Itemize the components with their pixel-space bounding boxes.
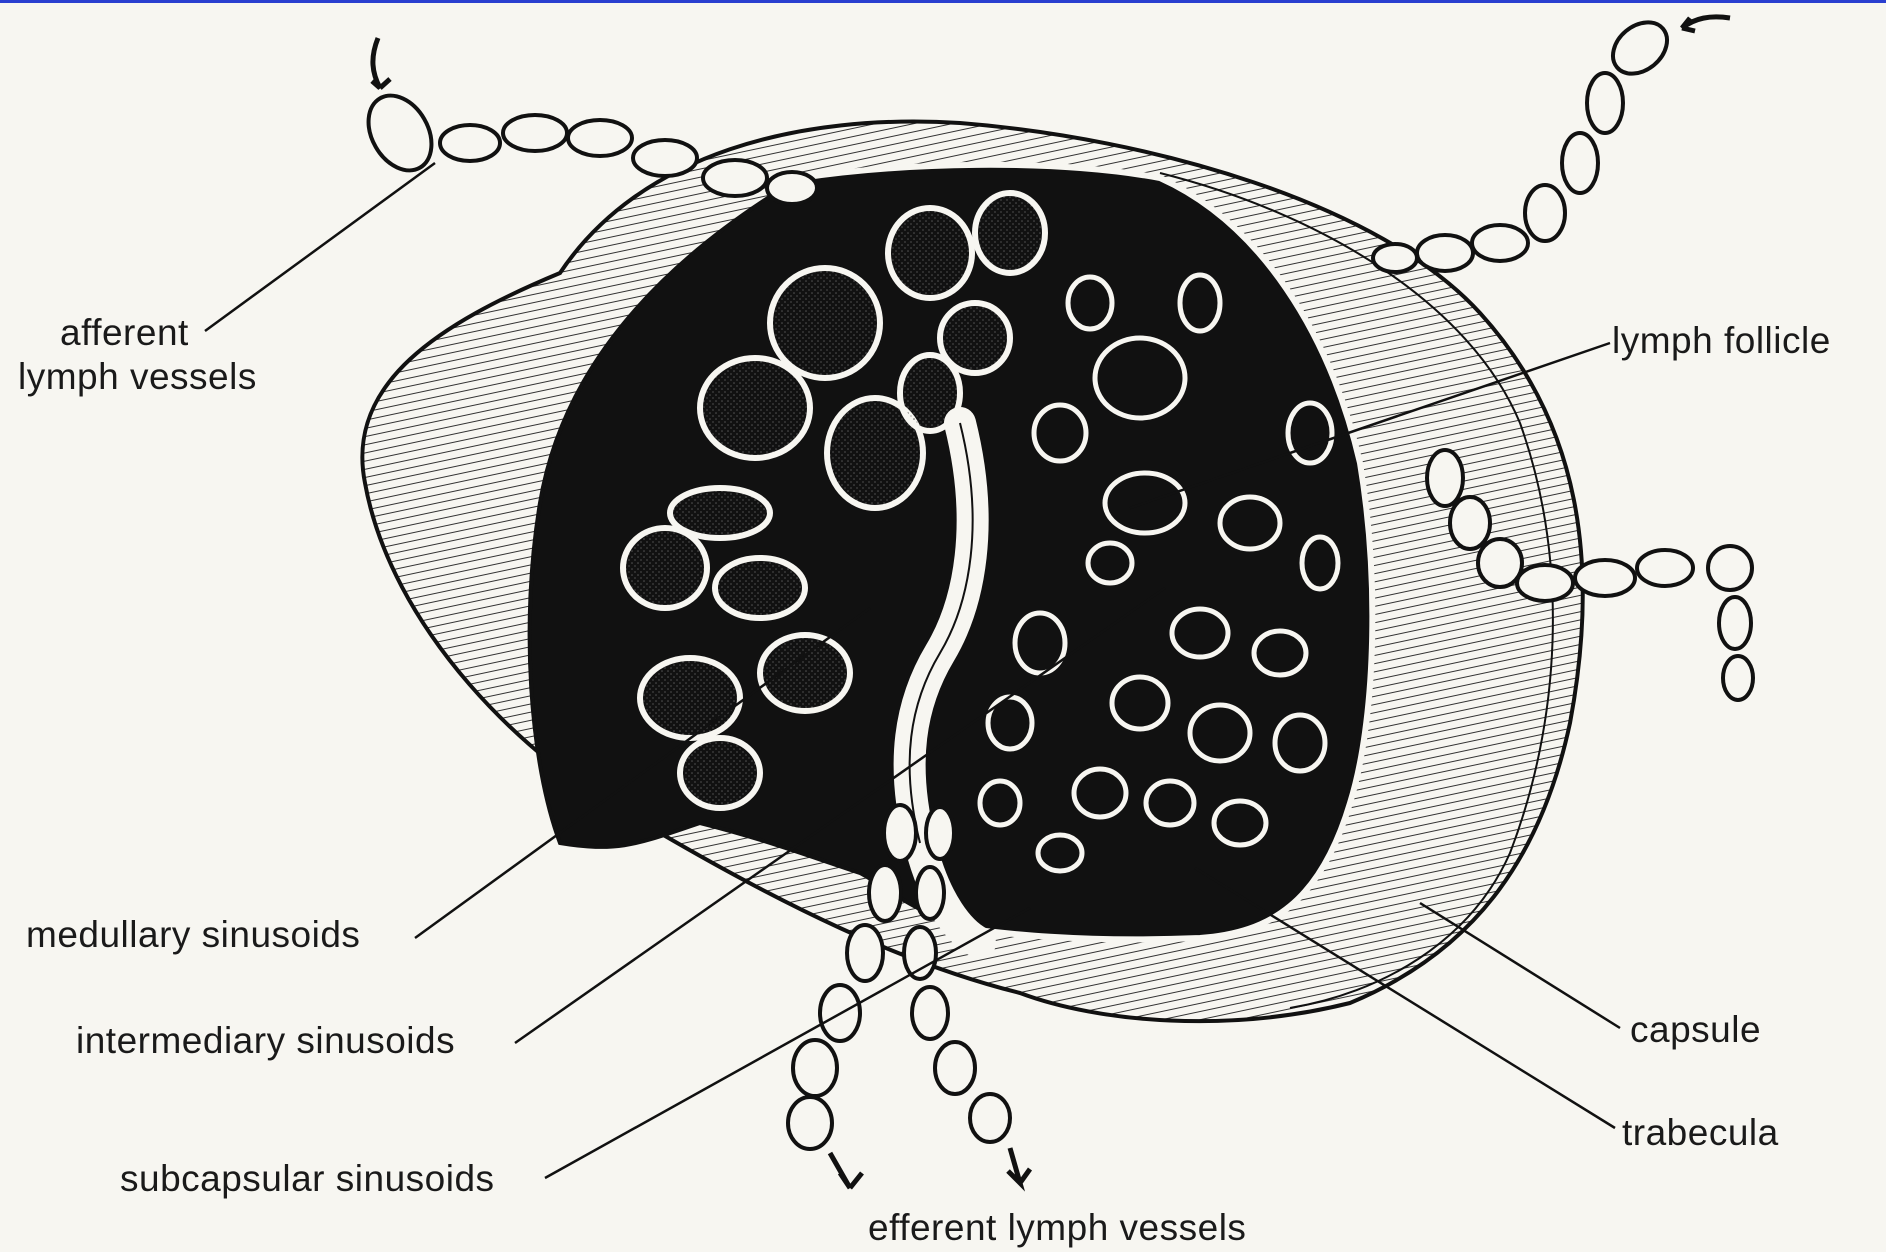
- afferent-vessel-right: [1373, 12, 1677, 272]
- label-trabecula: trabecula: [1622, 1111, 1779, 1155]
- label-afferent-line1: afferent: [18, 311, 257, 355]
- label-capsule: capsule: [1630, 1008, 1761, 1052]
- label-lymph-follicle: lymph follicle: [1612, 319, 1831, 363]
- label-medullary-sinusoids: medullary sinusoids: [26, 913, 360, 957]
- label-afferent-lymph-vessels: afferent lymph vessels: [18, 311, 257, 400]
- lymph-node-illustration: [0, 3, 1886, 1252]
- label-afferent-line2: lymph vessels: [18, 355, 257, 399]
- efferent-arrow-left: [830, 1153, 862, 1188]
- leader-afferent: [205, 163, 435, 331]
- label-intermediary-sinusoids: intermediary sinusoids: [76, 1019, 455, 1063]
- afferent-arrow-left: [372, 38, 390, 88]
- afferent-arrow-right: [1682, 17, 1730, 31]
- label-subcapsular-sinusoids: subcapsular sinusoids: [120, 1157, 495, 1201]
- efferent-arrow-right: [1008, 1148, 1030, 1183]
- label-efferent-lymph-vessels: efferent lymph vessels: [868, 1206, 1246, 1250]
- leader-capsule: [1420, 903, 1620, 1028]
